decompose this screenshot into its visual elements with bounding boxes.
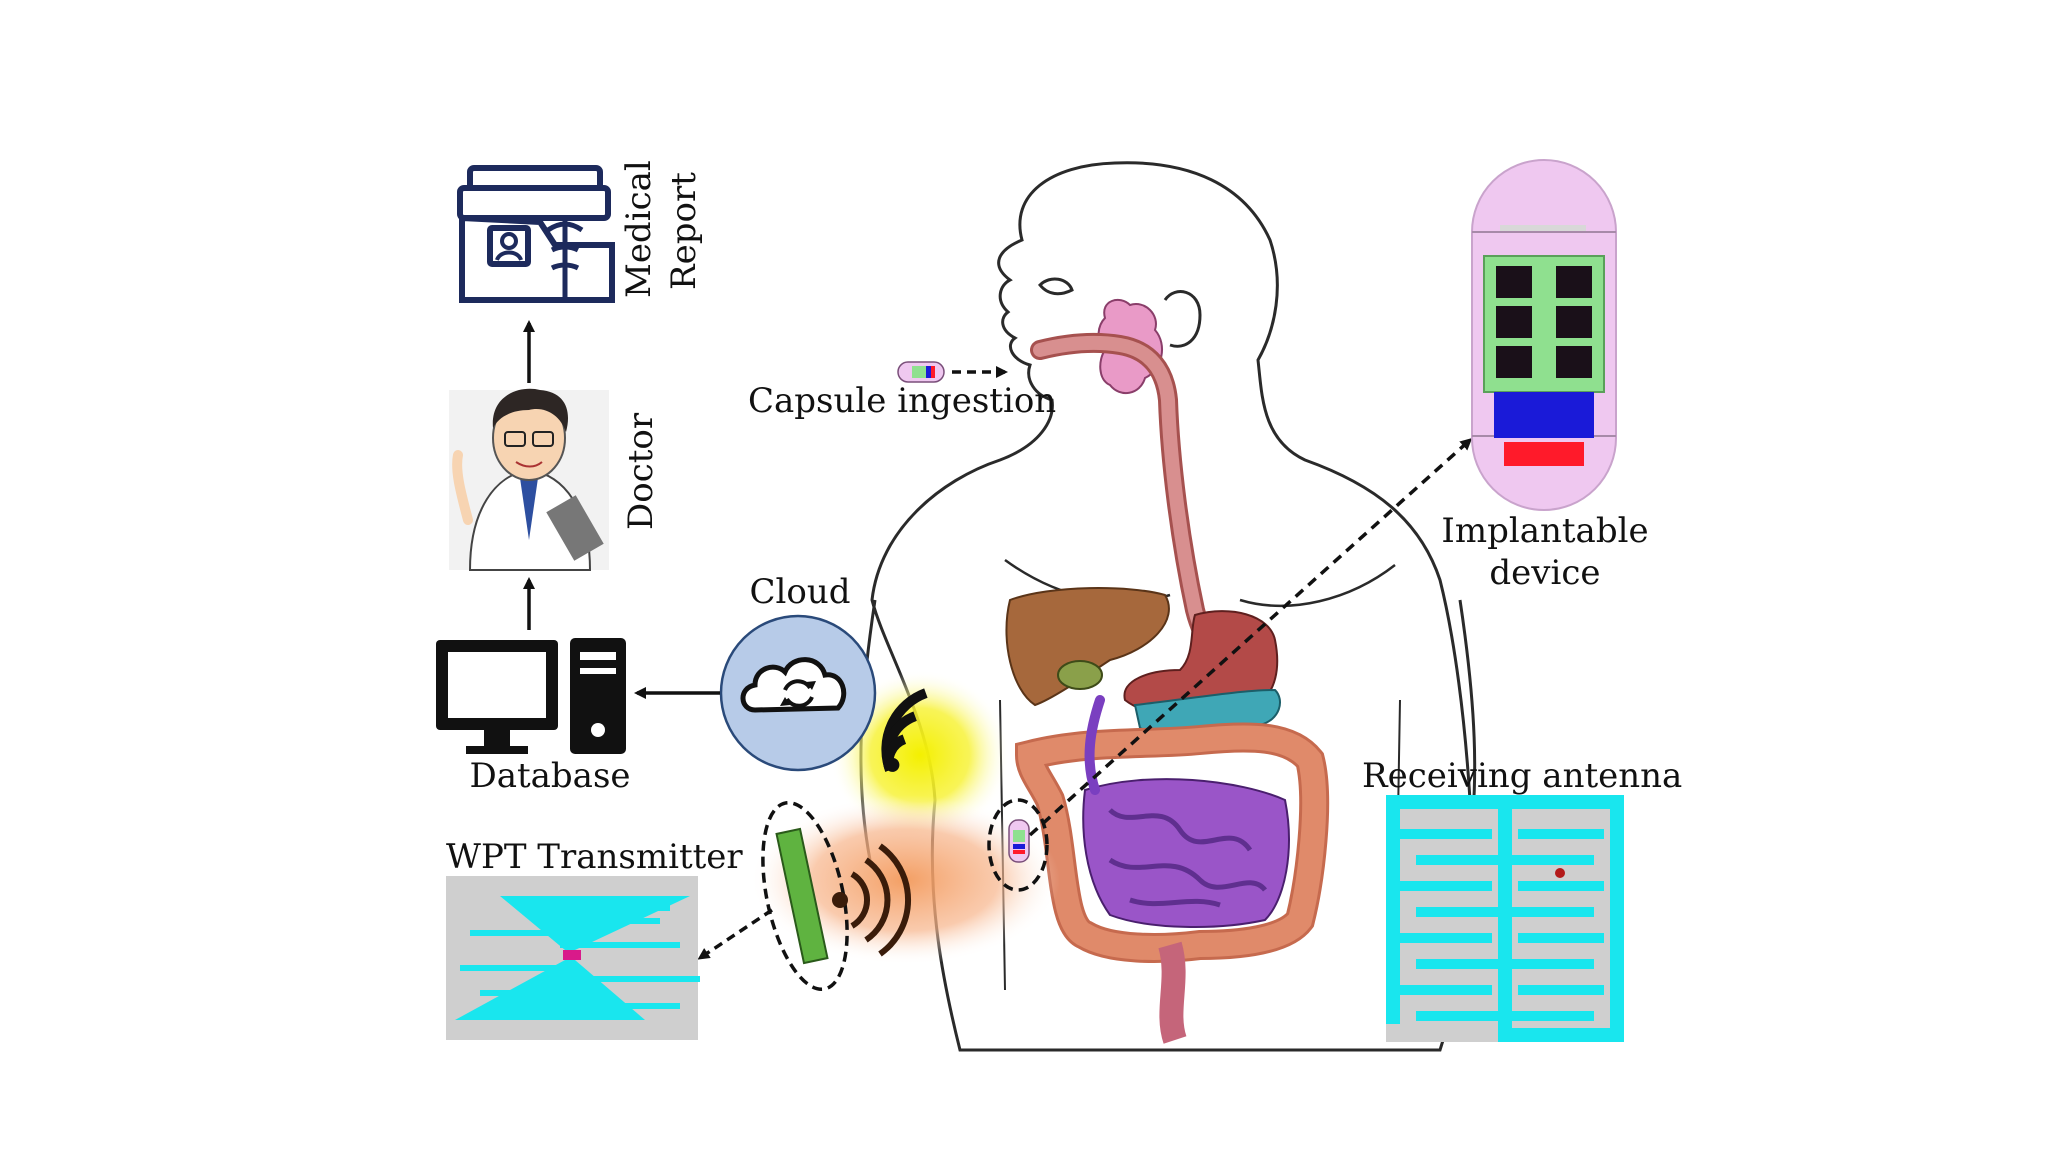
implantable-device-illustration [1471,159,1617,511]
database-label: Database [469,756,631,796]
cloud-label: Cloud [749,572,851,612]
cloud-node [719,614,877,772]
capsule-ingestion-label: Capsule ingestion [748,381,1057,421]
wpt-transmitter-illustration [446,876,700,1040]
small-intestine [1082,778,1290,928]
capsule-icon [897,361,945,383]
arrow-capsule-to-device [1028,437,1473,837]
implantable-device-label-line2: device [1489,553,1601,593]
medical-report-label-line2: Report [664,172,704,290]
implantable-device-label-line1: Implantable [1441,511,1649,551]
wpt-transmitter-label: WPT Transmitter [446,837,743,877]
receiving-antenna-illustration [1386,795,1624,1042]
capsule-highlight-ellipse [987,798,1049,892]
computer-monitor-icon [436,640,558,754]
flow-arrows [523,320,720,699]
receiving-antenna-label: Receiving antenna [1362,756,1683,796]
arrow-coil-to-wpt [697,908,773,960]
capsule-in-colon [987,798,1049,892]
computer-tower-icon [570,638,626,754]
doctor-illustration [449,388,609,571]
medical-report-icon [457,165,615,303]
liver [1005,587,1170,707]
gallbladder [1057,660,1103,690]
cloud-sync-icon [740,657,847,713]
medical-report-label-line1: Medical [619,160,659,298]
wifi-signal-icon [881,688,928,772]
wpt-coil-icon [761,800,911,992]
doctor-label: Doctor [621,412,661,530]
digestive-organs [1005,298,1330,1044]
